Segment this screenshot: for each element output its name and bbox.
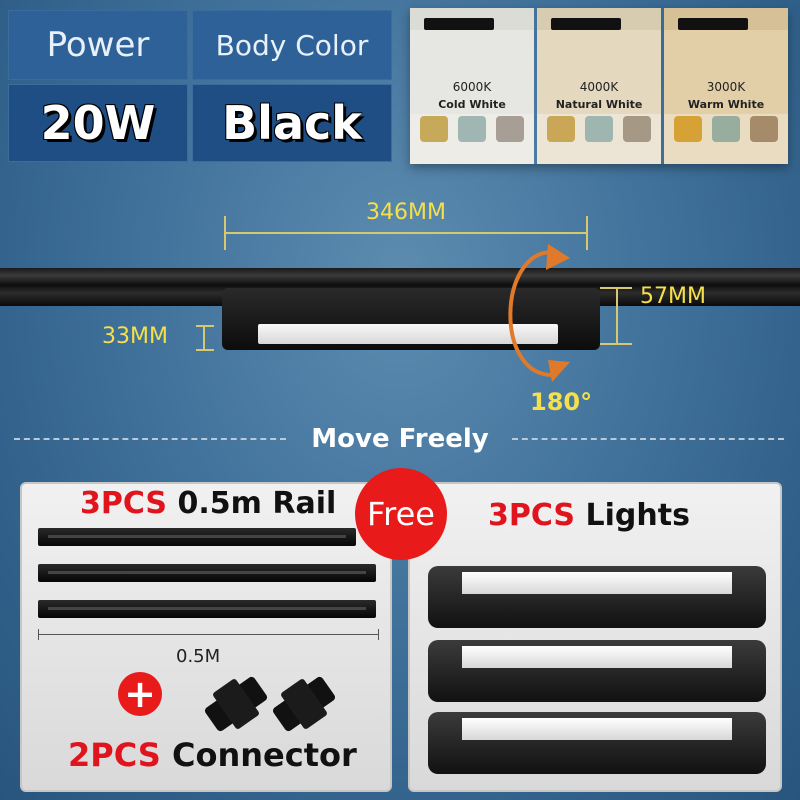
rail-piece-image [38, 600, 376, 618]
free-badge: Free [355, 468, 447, 560]
light-product-image [428, 566, 766, 628]
pillow-icon [585, 116, 613, 142]
height-right-dimension: 57MM [640, 284, 706, 309]
light-lens [462, 572, 732, 594]
rail-length-label: 0.5M [176, 646, 221, 667]
pillow-icon [750, 116, 778, 142]
temp-name: Natural White [555, 98, 643, 111]
dimension-tick [224, 216, 226, 250]
power-value: 20W [40, 96, 156, 150]
rail-length-line [38, 634, 378, 635]
temp-name: Cold White [438, 98, 506, 111]
plus-icon: + [118, 672, 162, 716]
pillow-icon [496, 116, 524, 142]
rail-pack-count: 3PCS [80, 486, 168, 521]
temp-card-cold: 6000K Cold White [410, 8, 534, 164]
move-arrow-left-icon [14, 438, 286, 440]
pillow-icon [674, 116, 702, 142]
pillow-icon [420, 116, 448, 142]
rotation-arrowhead-icon [546, 244, 570, 270]
power-header-cell: Power [8, 10, 188, 80]
dimension-tick [586, 216, 588, 250]
temp-kelvin: 4000K [579, 80, 619, 94]
move-freely-label: Move Freely [311, 424, 489, 454]
lights-pack-count: 3PCS [488, 498, 576, 533]
color-temperature-strip: 6000K Cold White 4000K Natural White 300… [410, 8, 788, 164]
pillow-icon [458, 116, 486, 142]
light-product-image [428, 712, 766, 774]
color-header-cell: Body Color [192, 10, 392, 80]
connector-pack-title: 2PCS Connector [68, 736, 357, 774]
light-lens [462, 718, 732, 740]
track-light-icon [551, 18, 621, 30]
rail-length-tick [378, 629, 379, 640]
rail-length-tick [38, 629, 39, 640]
rail-pack-item: 0.5m Rail [177, 486, 337, 521]
light-product-image [428, 640, 766, 702]
track-light-icon [678, 18, 748, 30]
lights-pack-title: 3PCS Lights [488, 498, 690, 533]
lights-pack-item: Lights [585, 498, 690, 533]
move-arrow-right-icon [512, 438, 784, 440]
track-light-lens [258, 324, 558, 344]
rotation-angle: 180° [530, 388, 593, 416]
length-dimension-line [225, 232, 587, 234]
length-dimension: 346MM [366, 200, 446, 225]
temp-card-natural: 4000K Natural White [537, 8, 661, 164]
track-light-icon [424, 18, 494, 30]
body-color-value: Black [222, 96, 362, 150]
connector-pack-count: 2PCS [68, 736, 161, 774]
rotation-arrowhead-icon [548, 360, 570, 382]
temp-kelvin: 6000K [452, 80, 492, 94]
light-lens [462, 646, 732, 668]
temp-card-warm: 3000K Warm White [664, 8, 788, 164]
temp-kelvin: 3000K [706, 80, 746, 94]
rail-piece-image [38, 528, 356, 546]
rail-pack-title: 3PCS 0.5m Rail [80, 486, 336, 521]
pillow-icon [623, 116, 651, 142]
temp-name: Warm White [687, 98, 765, 111]
power-label: Power [46, 25, 150, 65]
power-value-cell: 20W [8, 84, 188, 162]
pillow-icon [712, 116, 740, 142]
body-color-label: Body Color [215, 28, 369, 62]
pillow-icon [547, 116, 575, 142]
connector-pack-item: Connector [171, 736, 357, 774]
rail-piece-image [38, 564, 376, 582]
height-left-dimension: 33MM [102, 324, 168, 349]
spec-table: Power Body Color 20W Black [8, 10, 392, 162]
color-value-cell: Black [192, 84, 392, 162]
